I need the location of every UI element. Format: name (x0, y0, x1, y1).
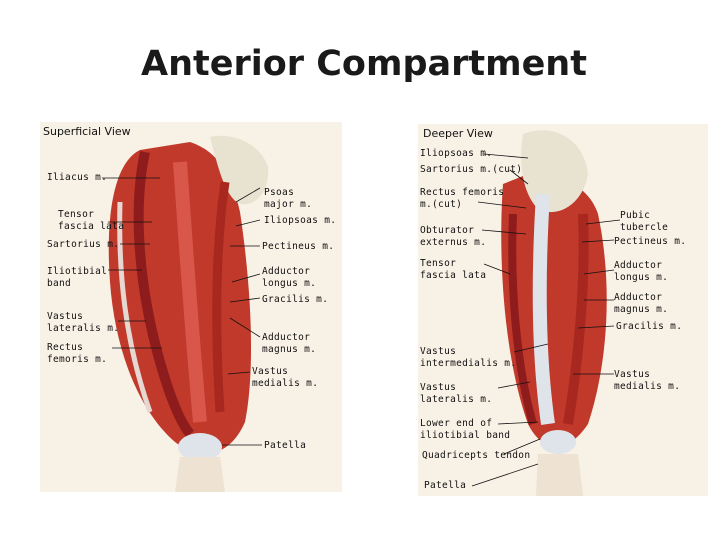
label-gracilis: Gracilis m. (262, 294, 329, 305)
label-iliotibial-band-lower: Lower end of iliotibial band (420, 418, 511, 441)
label-quadriceps-tendon: Quadricepts tendon (422, 450, 531, 461)
deeper-view-panel: Deeper View Iliopsoas m. Sartorius m.(cu… (418, 124, 708, 496)
adductor-band (212, 181, 230, 413)
superficial-view-panel: Superficial View Iliacus m. Tensor fasci… (40, 122, 342, 492)
knee-skin (175, 457, 225, 492)
label-pubic-tubercle: Pubic tubercle (620, 210, 669, 233)
deeper-view-heading: Deeper View (423, 127, 493, 140)
adductor-deep-band (563, 213, 589, 425)
label-iliotibial-band: Iliotibial band (47, 266, 108, 289)
rectus-femoris-band (173, 161, 207, 423)
label-vastus-lateralis-deep: Vastus lateralis m. (420, 382, 493, 405)
label-patella: Patella (264, 440, 307, 451)
label-tensor-fascia-lata: Tensor fascia lata (58, 209, 125, 232)
deep-pelvis-bone (521, 130, 588, 213)
label-rectus-femoris-cut: Rectus femoris m.(cut) (420, 187, 505, 210)
label-obturator-externus: Obturator externus m. (420, 225, 487, 248)
page-title: Anterior Compartment (141, 44, 587, 84)
label-rectus-femoris: Rectus femoris m. (47, 342, 108, 365)
label-iliacus: Iliacus m. (47, 172, 108, 183)
label-adductor-magnus: Adductor magnus m. (262, 332, 317, 355)
label-adductor-longus-deep: Adductor longus m. (614, 260, 669, 283)
label-adductor-longus: Adductor longus m. (262, 266, 317, 289)
label-pectineus: Pectineus m. (262, 241, 335, 252)
label-iliopsoas-deep: Iliopsoas m. (420, 148, 493, 159)
deep-knee-skin (536, 454, 583, 496)
label-sartorius: Sartorius m. (47, 239, 120, 250)
patella-shape (178, 433, 222, 461)
pelvis-bone (210, 135, 269, 205)
superficial-view-heading: Superficial View (43, 125, 131, 138)
label-pectineus-deep: Pectineus m. (614, 236, 687, 247)
label-patella-deep: Patella (424, 480, 467, 491)
label-psoas-major: Psoas major m. (264, 187, 313, 210)
label-sartorius-cut: Sartorius m.(cut) (420, 164, 523, 175)
vastus-lateralis-band (508, 213, 537, 426)
iliotibial-band (117, 201, 153, 413)
label-vastus-medialis-deep: Vastus medialis m. (614, 369, 681, 392)
sartorius-band (133, 150, 194, 438)
label-adductor-magnus-deep: Adductor magnus m. (614, 292, 669, 315)
label-gracilis-deep: Gracilis m. (616, 321, 683, 332)
label-iliopsoas: Iliopsoas m. (264, 215, 337, 226)
superficial-thigh-illustration (40, 122, 342, 492)
label-tensor-fascia-lata-deep: Tensor fascia lata (420, 258, 487, 281)
label-vastus-medialis: Vastus medialis m. (252, 366, 319, 389)
deep-patella-shape (540, 430, 576, 454)
label-vastus-intermedialis: Vastus intermedialis m. (420, 346, 517, 369)
label-vastus-lateralis: Vastus lateralis m. (47, 311, 120, 334)
vastus-intermedialis-tendon (532, 193, 555, 425)
deeper-thigh-illustration (418, 124, 708, 496)
